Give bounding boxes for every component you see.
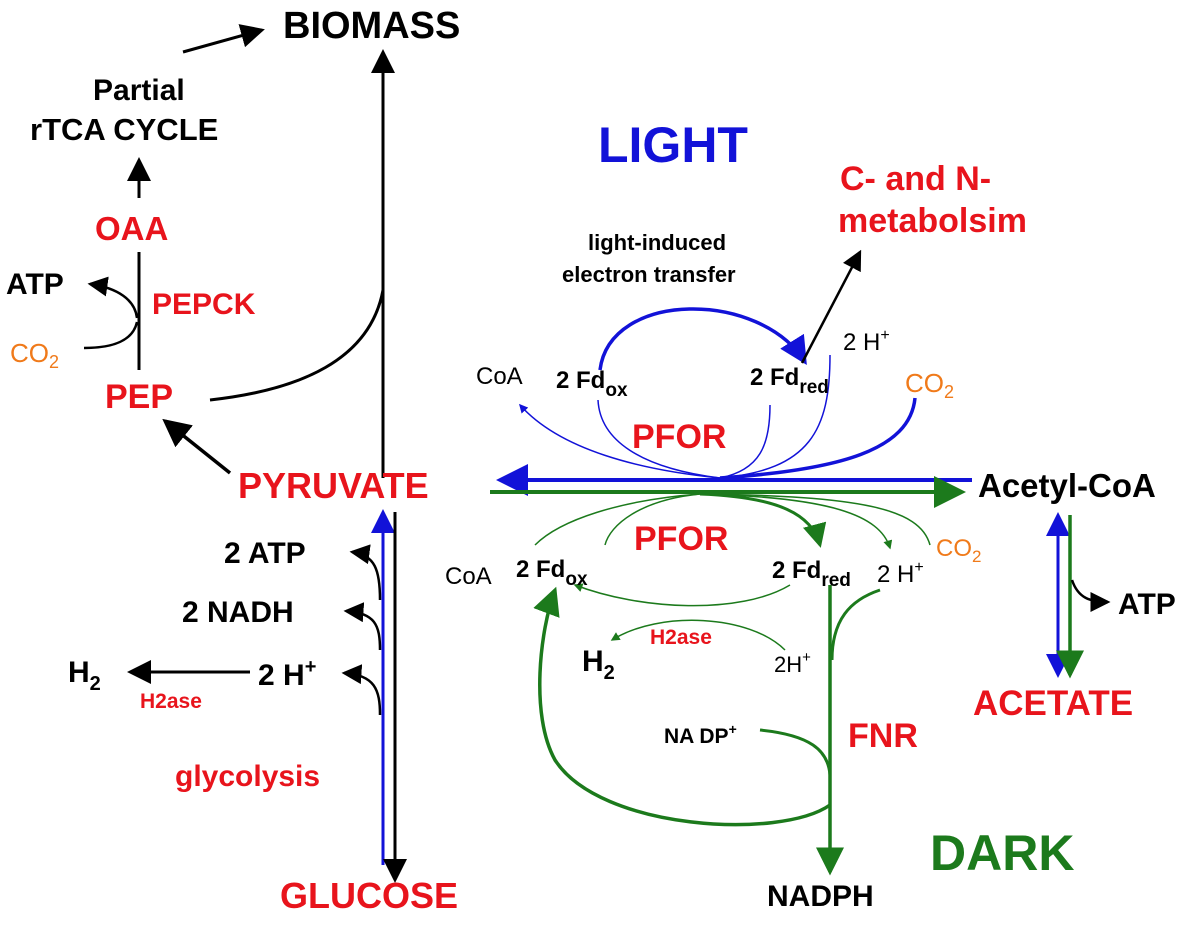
partial-label: Partial <box>93 74 185 107</box>
fdred-bottom-subscript: red <box>821 570 851 591</box>
co2-top-subscript: 2 <box>944 382 954 402</box>
light-h-curve <box>719 354 831 479</box>
atp-release-arrow <box>87 276 139 319</box>
pep-to-biomass-arrow <box>209 289 385 402</box>
fdox-top-subscript: ox <box>605 380 628 401</box>
two-atp-branch <box>349 544 382 601</box>
h2-left-label: H2 <box>68 656 101 695</box>
light-label: LIGHT <box>598 117 748 173</box>
coa-top-label: CoA <box>476 363 523 390</box>
fd-recycle-curve <box>573 583 791 607</box>
two-h-top-label: 2 H+ <box>843 327 890 356</box>
biomass-label: BIOMASS <box>283 5 460 47</box>
dark-fdred-curve <box>699 492 827 548</box>
fnr-label: FNR <box>848 717 918 755</box>
two-h-bottom-label: 2 H+ <box>877 559 924 588</box>
atp-right-label: ATP <box>1118 588 1176 621</box>
fdred-top-subscript: red <box>799 377 829 398</box>
h2-left-subscript: 2 <box>90 673 101 695</box>
two-h-small-label: 2H+ <box>774 649 811 677</box>
light-co2-curve <box>719 397 917 480</box>
fdox-top-label: 2 Fdox <box>556 367 628 401</box>
atp-top-label: ATP <box>6 268 64 301</box>
h-to-h2-center-arrow <box>610 619 786 651</box>
pyruvate-label: PYRUVATE <box>238 465 429 506</box>
two-h-branch <box>341 664 382 716</box>
glucose-label: GLUCOSE <box>280 875 458 916</box>
fdred-to-metabolism-arrow <box>800 249 862 364</box>
pep-label: PEP <box>105 378 173 416</box>
h-into-fnr-curve <box>830 588 881 661</box>
two-nadh-branch <box>343 602 382 651</box>
light-electron-transfer-arc <box>598 307 807 371</box>
light-fdox-curve <box>597 399 721 479</box>
co2-left-label: CO2 <box>10 338 59 372</box>
co2-uptake-arrow <box>83 321 139 350</box>
two-h-top-plus: + <box>880 327 889 344</box>
dark-fdox-curve <box>604 493 701 546</box>
co2-bottom-subscript: 2 <box>972 547 981 566</box>
light-coa-curve <box>519 403 721 479</box>
two-h-left-label: 2 H+ <box>258 656 316 692</box>
nadp-into-fnr-curve <box>759 728 832 776</box>
pfor-light-label: PFOR <box>632 418 726 456</box>
coa-bottom-label: CoA <box>445 563 492 590</box>
fnr-loop-to-fdox <box>533 586 832 827</box>
h2ase-center-label: H2ase <box>650 626 712 649</box>
h2-center-subscript: 2 <box>604 662 615 684</box>
atp-right-arrow <box>1070 579 1111 612</box>
light-fdred-curve <box>719 404 771 479</box>
co2-top-label: CO2 <box>905 368 954 402</box>
nadph-label: NADPH <box>767 880 874 913</box>
fdred-top-label: 2 Fdred <box>750 364 829 398</box>
acetate-label: ACETATE <box>973 684 1133 723</box>
oaa-label: OAA <box>95 210 168 247</box>
dark-h-curve <box>699 493 893 550</box>
pyruvate-to-pep-arrow <box>162 418 232 475</box>
pepck-label: PEPCK <box>152 288 256 321</box>
pfor-dark-label: PFOR <box>634 520 728 558</box>
h2-center-label: H2 <box>582 645 615 684</box>
electron-transfer-line2: electron transfer <box>562 262 736 287</box>
rtca-cycle-label: rTCA CYCLE <box>30 112 218 147</box>
dark-co2-curve <box>699 493 931 546</box>
h2ase-left-label: H2ase <box>140 690 202 713</box>
acetyl-coa-label: Acetyl-CoA <box>978 467 1156 504</box>
co2-bottom-label: CO2 <box>936 535 981 566</box>
fdox-bottom-label: 2 Fdox <box>516 556 588 590</box>
nadp-label: NA DP+ <box>664 721 737 748</box>
dark-label: DARK <box>930 825 1074 881</box>
c-n-metabolism-line1: C- and N- <box>840 160 991 198</box>
glycolysis-label: glycolysis <box>175 760 320 793</box>
two-atp-label: 2 ATP <box>224 537 306 570</box>
two-h-left-plus: + <box>305 656 317 678</box>
co2-left-subscript: 2 <box>49 352 59 372</box>
two-nadh-label: 2 NADH <box>182 596 294 629</box>
two-h-small-plus: + <box>802 649 811 666</box>
fdred-bottom-label: 2 Fdred <box>772 557 851 591</box>
dark-coa-curve <box>534 493 701 546</box>
rtca-to-biomass-arrow <box>182 24 265 54</box>
electron-transfer-line1: light-induced <box>588 230 726 255</box>
c-n-metabolism-line2: metabolsim <box>838 202 1027 240</box>
nadp-plus: + <box>729 721 737 737</box>
fdox-bottom-subscript: ox <box>565 569 588 590</box>
two-h-bottom-plus: + <box>914 559 923 576</box>
